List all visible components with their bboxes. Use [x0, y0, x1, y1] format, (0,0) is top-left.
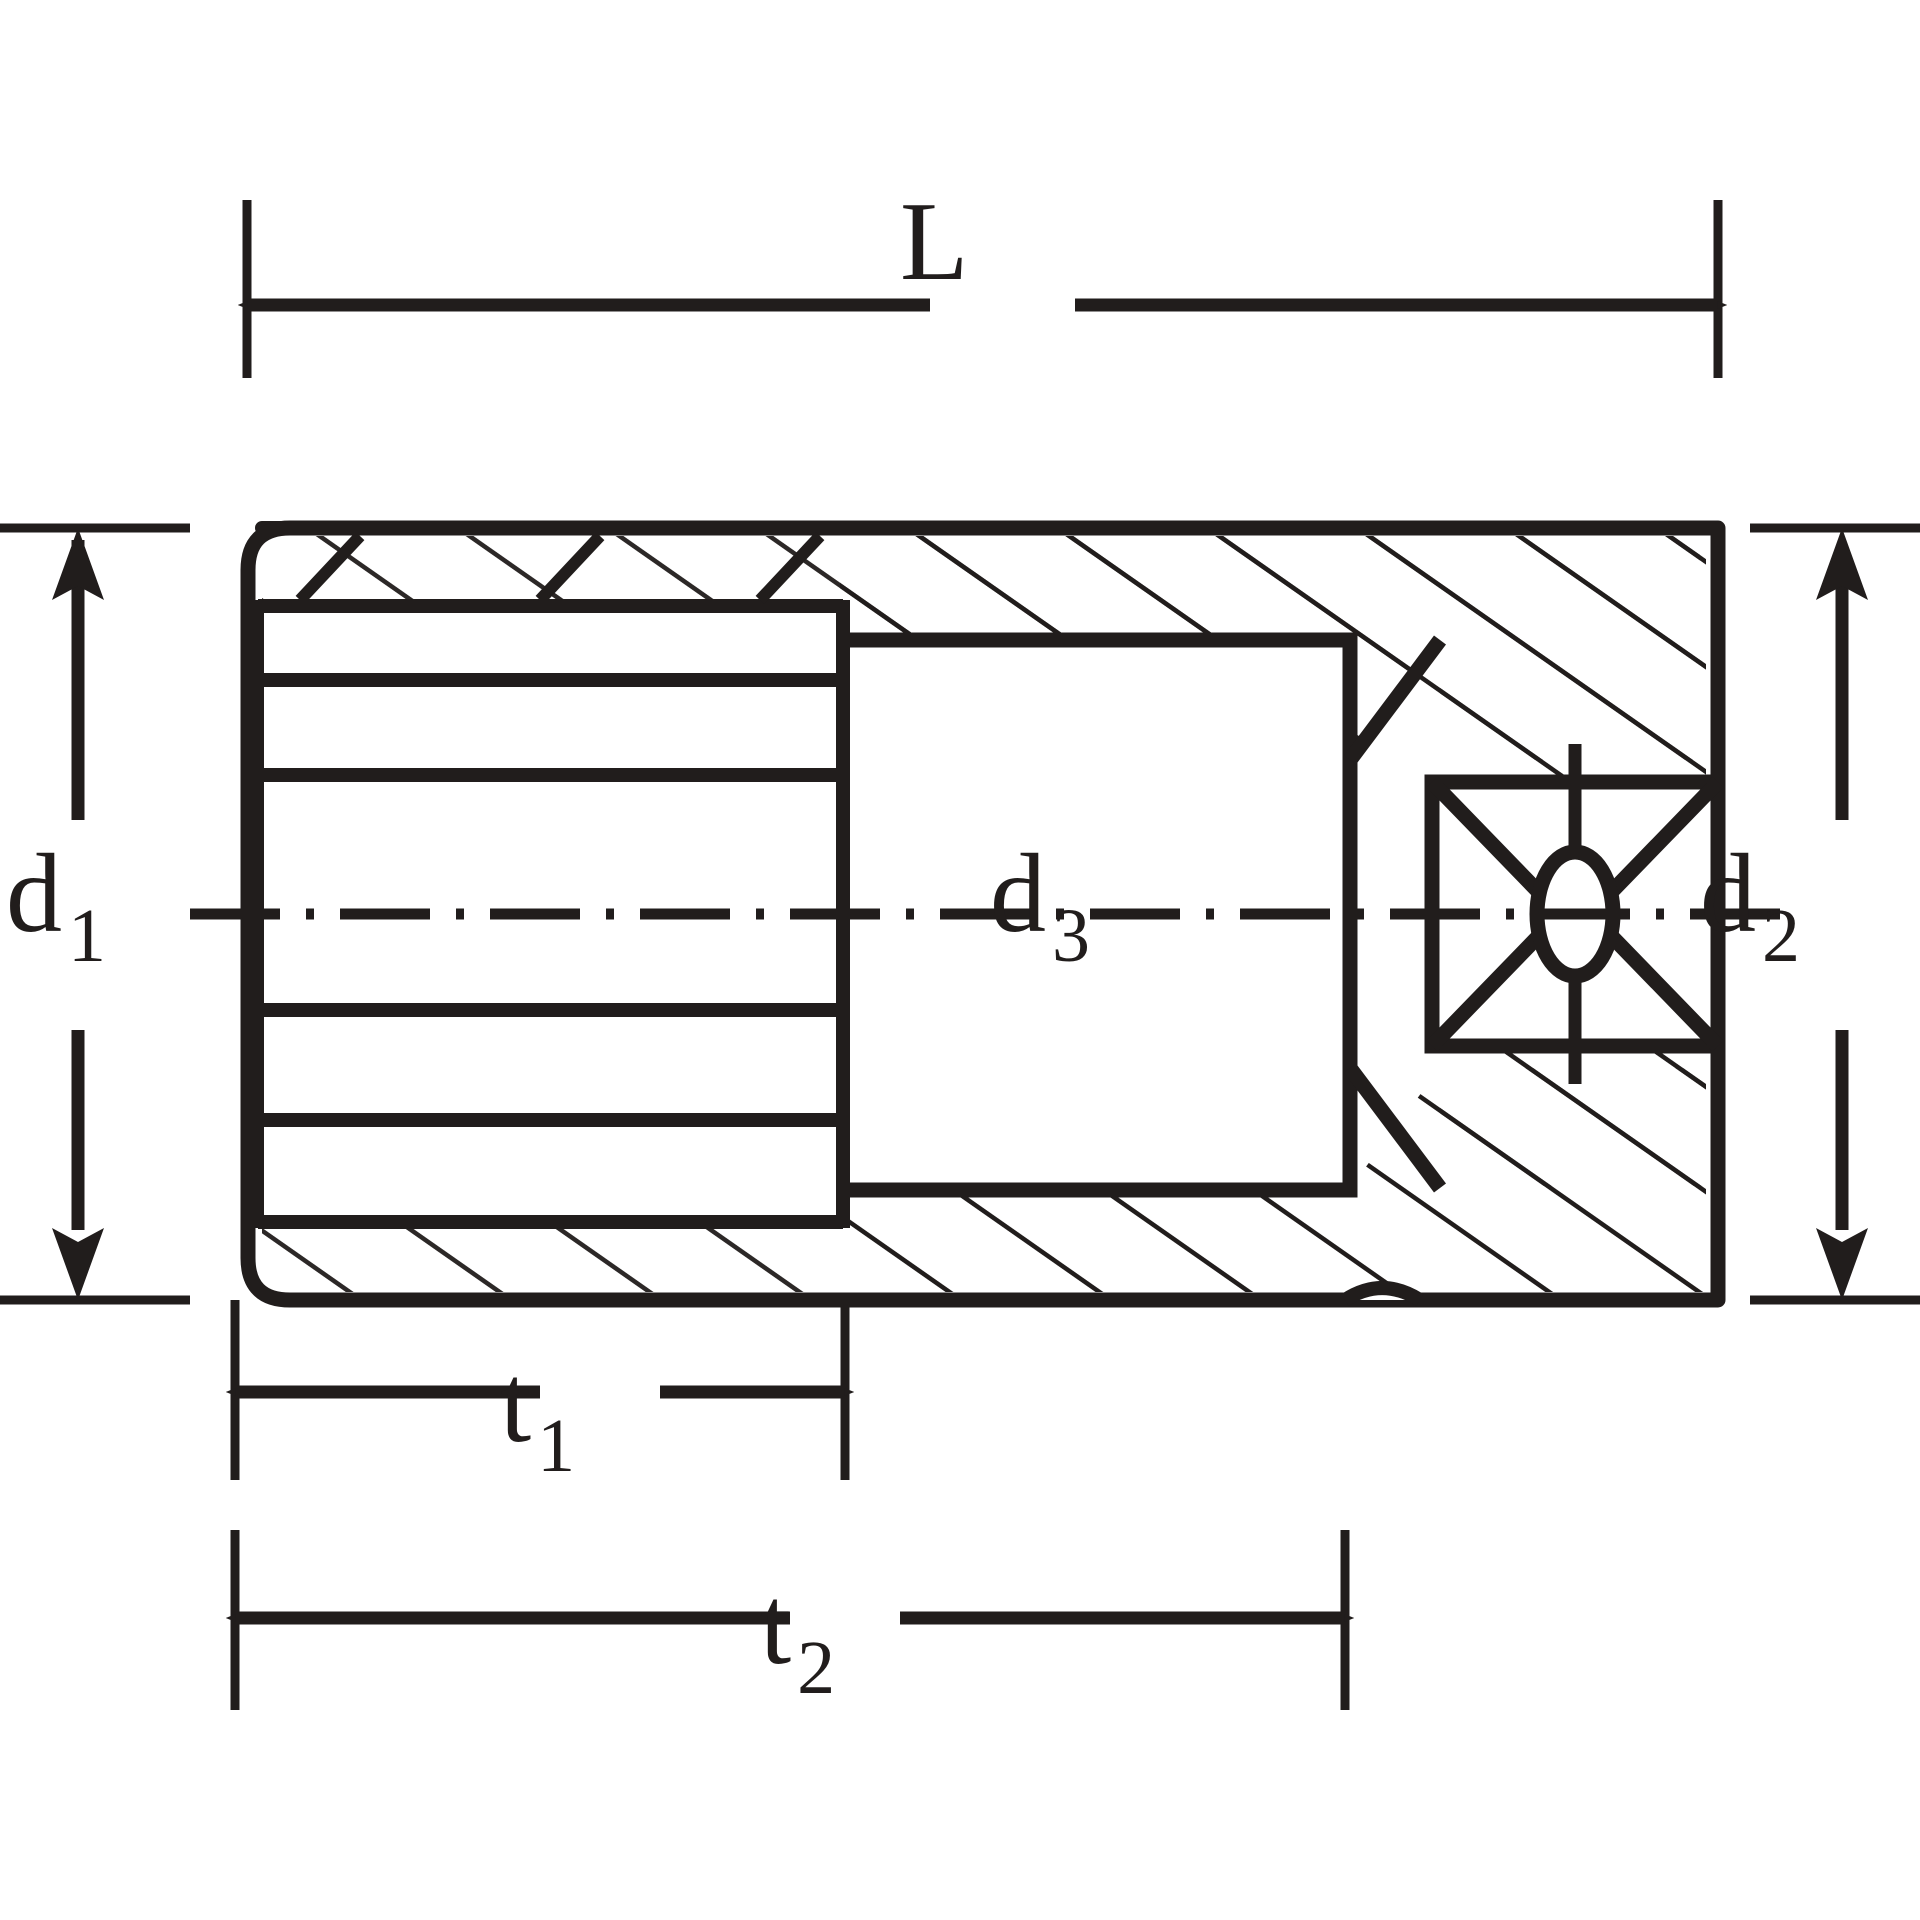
dimension-label-t1-base: t: [500, 1342, 532, 1466]
dimension-label-d1-sub: 1: [68, 894, 106, 978]
spline-chamfer-marks: [295, 531, 825, 605]
section-hatching: [262, 536, 1706, 1292]
dimension-label-t1-sub: 1: [537, 1404, 576, 1488]
dimension-line-d1-arrows: [0, 523, 190, 1305]
dimension-label-d1-base: d: [6, 832, 62, 956]
socket-body-edges: [240, 520, 1726, 1308]
dimension-label-t2: t2: [760, 1570, 835, 1706]
dimension-label-d2: d2: [1700, 838, 1800, 974]
dimension-label-d3-sub: 3: [1052, 894, 1090, 978]
dimension-label-d2-sub: 2: [1762, 894, 1800, 978]
dimension-label-L: L: [900, 186, 968, 298]
bore-outline: [843, 632, 1358, 1198]
bore-to-drive-chamfer: [1344, 635, 1446, 1193]
dimension-label-t2-base: t: [760, 1564, 792, 1688]
dimension-label-L-base: L: [900, 180, 969, 304]
dimension-label-t1: t1: [500, 1348, 575, 1484]
dimension-label-d1: d1: [6, 838, 106, 974]
dimension-label-d2-base: d: [1700, 832, 1756, 956]
dimension-label-t2-sub: 2: [797, 1626, 836, 1710]
dimension-line-d2: [1750, 523, 1920, 1305]
dimension-label-d3: d3: [990, 838, 1090, 974]
dimension-label-d3-base: d: [990, 832, 1046, 956]
relief-notch: [1341, 1281, 1424, 1307]
